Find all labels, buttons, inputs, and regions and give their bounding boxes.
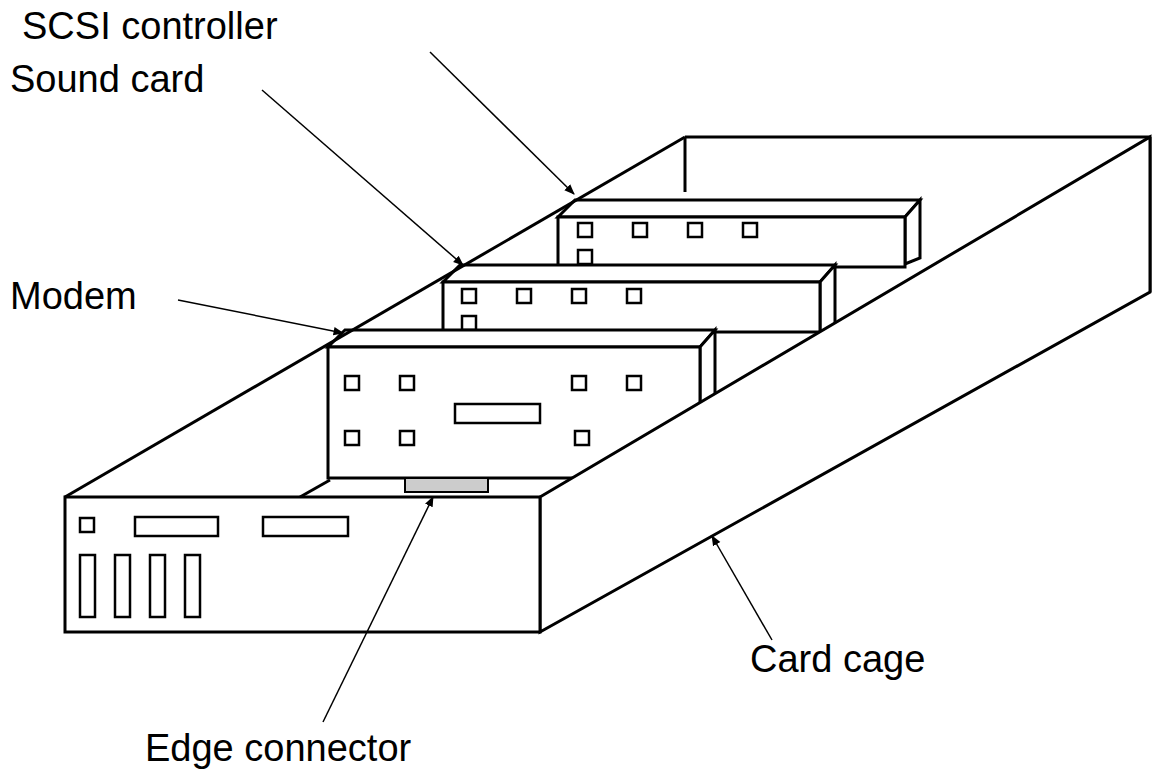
part-label: Modem — [10, 274, 137, 318]
part-label: Sound card — [10, 57, 204, 101]
part-label: Card cage — [750, 637, 925, 681]
part-label: SCSI controller — [22, 4, 278, 48]
part-label: Edge connector — [145, 726, 411, 770]
